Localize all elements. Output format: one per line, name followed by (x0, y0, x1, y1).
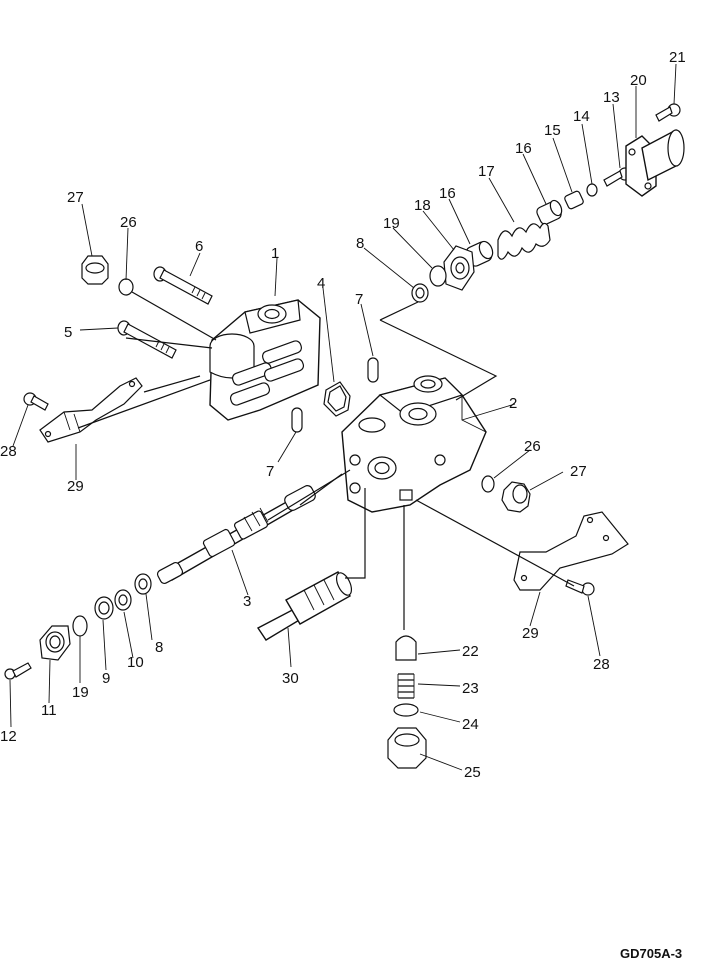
part-19-oring-lower (72, 615, 88, 637)
callout-8-lower: 8 (155, 639, 163, 656)
part-8-seal-upper (411, 283, 429, 303)
part-22-poppet (395, 635, 417, 661)
part-7-oring-upper (367, 357, 379, 383)
part-15-retainer (564, 190, 584, 210)
callout-23: 23 (462, 680, 479, 697)
part-3-spool (156, 485, 316, 585)
part-27-plug-lower (501, 481, 531, 513)
part-26-oring-lower (481, 475, 495, 493)
part-24-oring (393, 703, 419, 717)
part-30-valve-assembly (256, 571, 353, 641)
callout-19-lower: 19 (72, 684, 89, 701)
part-1-valve-housing (209, 299, 321, 421)
callout-29-right: 29 (522, 625, 539, 642)
callout-28-left: 28 (0, 443, 17, 460)
callout-19-upper: 19 (383, 215, 400, 232)
part-26-oring-upper (118, 278, 134, 296)
callout-15: 15 (544, 122, 561, 139)
part-20-end-cover (625, 129, 685, 197)
callout-13: 13 (603, 89, 620, 106)
callout-11: 11 (41, 702, 57, 719)
leader-lines (9, 63, 677, 771)
callout-27-lower: 27 (570, 463, 587, 480)
callout-14: 14 (573, 108, 590, 125)
callout-2: 2 (509, 395, 517, 412)
callout-16-left: 16 (439, 185, 456, 202)
callout-30: 30 (282, 670, 299, 687)
part-8-seal-lower (134, 573, 152, 595)
callout-12: 12 (0, 728, 17, 745)
part-18-flange (443, 245, 475, 291)
callout-29-left: 29 (67, 478, 84, 495)
part-28-bolt-left (23, 392, 49, 411)
callout-22: 22 (462, 643, 479, 660)
part-21-bolt (655, 103, 681, 122)
callout-26-lower: 26 (524, 438, 541, 455)
part-2-valve-body (341, 375, 487, 513)
part-10-seal (114, 589, 132, 611)
callout-10: 10 (127, 654, 144, 671)
callout-5: 5 (64, 324, 72, 341)
callout-1: 1 (271, 245, 279, 262)
callout-7-lower: 7 (266, 463, 274, 480)
callout-27-upper: 27 (67, 189, 84, 206)
callout-26-upper: 26 (120, 214, 137, 231)
part-11-cover (39, 625, 71, 661)
part-4-gasket (323, 381, 351, 417)
callout-18: 18 (414, 197, 431, 214)
part-25-plug (387, 727, 427, 769)
callout-4: 4 (317, 275, 325, 292)
part-29-bracket-right (513, 511, 629, 591)
part-23-spring (397, 673, 415, 699)
part-29-bracket-left (39, 377, 143, 443)
callout-28-right: 28 (593, 656, 610, 673)
callout-20: 20 (630, 72, 647, 89)
part-16-collar-right (536, 199, 563, 225)
part-6-bolt (153, 266, 213, 305)
part-12-bolt (4, 662, 32, 680)
callout-16-right: 16 (515, 140, 532, 157)
part-17-spring (497, 222, 551, 260)
callout-6: 6 (195, 238, 203, 255)
callout-17: 17 (478, 163, 495, 180)
callout-3: 3 (243, 593, 251, 610)
part-19-oring-upper (429, 265, 447, 287)
callout-9: 9 (102, 670, 110, 687)
part-28-bolt-right (565, 579, 595, 596)
drawing-code: GD705A-3 (620, 946, 682, 960)
callout-24: 24 (462, 716, 479, 733)
callout-8-upper: 8 (356, 235, 364, 252)
part-27-plug-upper (81, 255, 109, 285)
assembly-lines (77, 291, 575, 630)
part-5-bolt (117, 320, 177, 359)
callout-7-upper: 7 (355, 291, 363, 308)
callout-21: 21 (669, 49, 686, 66)
part-7-oring-lower (291, 407, 303, 433)
part-9-seal (94, 596, 114, 620)
callout-25: 25 (464, 764, 481, 781)
callout-labels: 1 2 3 4 5 6 7 7 8 8 9 10 11 12 13 14 15 … (0, 49, 686, 781)
part-14-ring (586, 183, 598, 197)
